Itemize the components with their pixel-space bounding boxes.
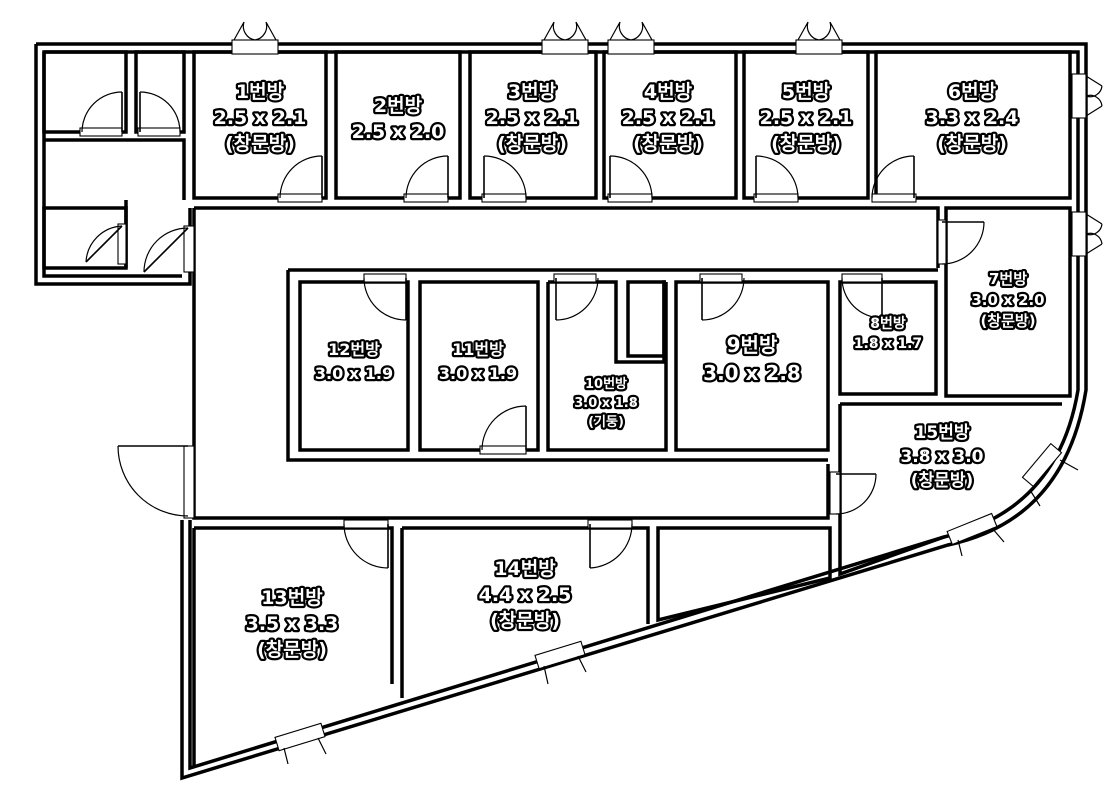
bottom-room-walls (192, 526, 832, 766)
doors (79, 91, 985, 569)
room-4-label-line: 2.5 x 2.1 (622, 107, 715, 129)
window-room-13 (274, 722, 327, 765)
room-13-label-line: 3.5 x 3.3 (246, 613, 339, 635)
room-6-label-line: 6번방 (948, 81, 997, 103)
door-utility-3 (85, 223, 127, 265)
room-5-label-line: 2.5 x 2.1 (760, 107, 853, 129)
room-1-label-line: 2.5 x 2.1 (214, 107, 307, 129)
room-13-label-line: 13번방 (261, 587, 323, 609)
room-3-label-line: 3번방 (508, 81, 557, 103)
room-9-label-line: 3.0 x 2.8 (703, 361, 801, 385)
room-3-label-line: 2.5 x 2.1 (486, 107, 579, 129)
door-room-15 (829, 471, 877, 515)
room-15-label-line: 15번방 (915, 423, 970, 443)
door-room-11 (479, 405, 527, 455)
room-8-label-line: 8번방 (870, 315, 906, 332)
room-10-label-line: (기둥) (588, 415, 624, 430)
room-14-label-line: (창문방) (490, 610, 560, 632)
room-10-label: 10번방 3.0 x 1.8 (기둥) (574, 376, 638, 430)
door-room-6 (871, 155, 917, 203)
door-room-5 (753, 155, 799, 203)
room-5-label-line: (창문방) (771, 133, 841, 155)
door-corridor-west (117, 445, 195, 519)
room-5-label-line: 5번방 (782, 81, 831, 103)
room-14-label: 14번방 4.4 x 2.5 (창문방) (479, 558, 572, 632)
door-utility-2 (137, 91, 181, 137)
room-15-label-line: (창문방) (911, 471, 973, 491)
door-room-14 (587, 519, 633, 569)
room-1-label-line: (창문방) (225, 133, 295, 155)
room-14-label-line: 14번방 (494, 558, 556, 580)
room-12-label-line: 3.0 x 1.9 (315, 364, 393, 383)
door-room-8 (841, 273, 883, 319)
room-labels: 1번방 2.5 x 2.1 (창문방) 2번방 2.5 x 2.0 3번방 2.5 x 2.… (211, 79, 1047, 664)
room-6-label-line: (창문방) (937, 133, 1007, 155)
room-2-label-line: 2.5 x 2.0 (352, 121, 445, 143)
windows (231, 21, 1103, 765)
door-room-9 (699, 273, 745, 321)
door-room-10 (553, 273, 599, 321)
door-room-1 (277, 155, 323, 203)
room-6-label-line: 3.3 x 2.4 (926, 107, 1019, 129)
door-corridor-utility (143, 225, 195, 273)
door-room-4 (607, 155, 653, 203)
inner-room-walls (298, 280, 938, 452)
room-8-label-line: 1.8 x 1.7 (854, 336, 922, 352)
room-3-label: 3번방 2.5 x 2.1 (창문방) (486, 81, 579, 155)
room-15-label: 15번방 3.8 x 3.0 (창문방) (900, 423, 983, 491)
room-12-label: 12번방 3.0 x 1.9 (315, 340, 393, 383)
window-room-3 (541, 21, 589, 55)
room-15-label-line: 3.8 x 3.0 (900, 447, 983, 467)
room-15-walls (838, 402, 1062, 577)
window-room-15-a (1021, 442, 1079, 507)
room-14-label-line: 4.4 x 2.5 (479, 584, 572, 606)
room-9-label-line: 9번방 (727, 333, 778, 357)
room-10-label-line: 3.0 x 1.8 (574, 396, 638, 411)
room-7-label-line: 7번방 (989, 270, 1027, 288)
room-4-label: 4번방 2.5 x 2.1 (창문방) (622, 81, 715, 155)
room-8-label: 8번방 1.8 x 1.7 (854, 315, 922, 352)
room-10-label-line: 10번방 (585, 376, 627, 392)
room-3-label-line: (창문방) (497, 133, 567, 155)
room-9-label: 9번방 3.0 x 2.8 (703, 333, 801, 385)
room-7-label-line: 3.0 x 2.0 (971, 291, 1044, 309)
window-room-7 (1071, 211, 1103, 257)
room-7-walls (944, 206, 1072, 398)
window-room-1 (231, 21, 279, 55)
window-room-4 (607, 21, 655, 55)
room-11-label-line: 11번방 (452, 340, 504, 359)
window-room-14 (534, 640, 587, 685)
room-2-label-line: 2번방 (374, 95, 423, 117)
door-utility-1 (79, 91, 123, 137)
room-13-label-line: (창문방) (257, 639, 327, 661)
room-5-label: 5번방 2.5 x 2.1 (창문방) (760, 81, 853, 155)
top-room-walls (192, 50, 1072, 200)
room-1-label: 1번방 2.5 x 2.1 (창문방) (214, 81, 307, 155)
door-room-2 (403, 155, 449, 203)
door-room-12 (363, 273, 407, 321)
room-7-label: 7번방 3.0 x 2.0 (창문방) (971, 270, 1044, 330)
room-4-label-line: 4번방 (644, 81, 693, 103)
room-7-label-line: (창문방) (980, 312, 1035, 330)
room-12-label-line: 12번방 (328, 340, 380, 359)
room-13-label: 13번방 3.5 x 3.3 (창문방) (246, 587, 339, 661)
window-room-5 (795, 21, 843, 55)
room-11-label-line: 3.0 x 1.9 (439, 364, 517, 383)
door-room-13 (343, 519, 389, 569)
room-11-label: 11번방 3.0 x 1.9 (439, 340, 517, 383)
window-room-6 (1071, 73, 1103, 119)
window-room-15-b (946, 512, 1005, 557)
room-1-label-line: 1번방 (236, 81, 285, 103)
room-6-label: 6번방 3.3 x 2.4 (창문방) (926, 81, 1019, 155)
room-2-label: 2번방 2.5 x 2.0 (352, 95, 445, 143)
room-4-label-line: (창문방) (633, 133, 703, 155)
door-room-7 (937, 219, 985, 265)
door-room-3 (481, 155, 527, 203)
